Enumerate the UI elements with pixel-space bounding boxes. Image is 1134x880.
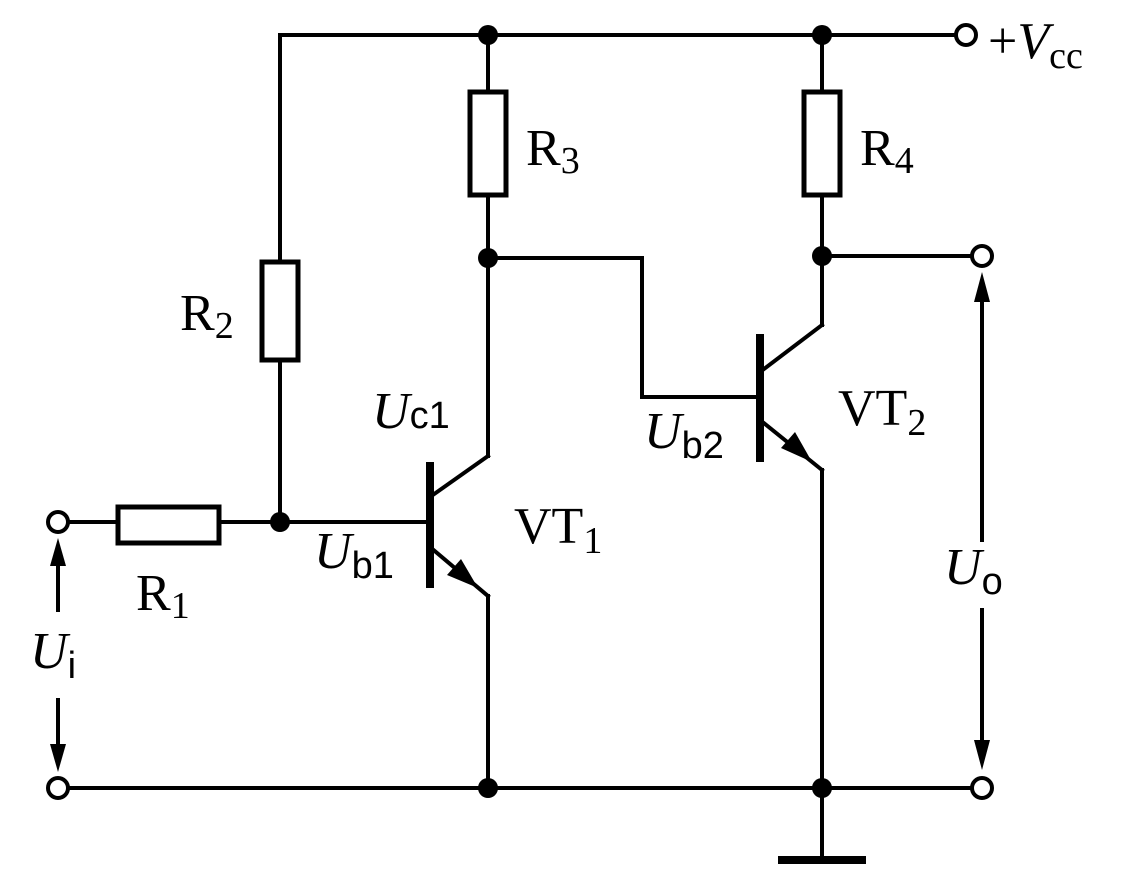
- vcc-terminal: [954, 23, 978, 47]
- output-ground-terminal: [970, 776, 994, 800]
- junction-dot: [812, 246, 832, 266]
- vt2-label: VT2: [838, 380, 926, 444]
- vt1-label: VT1: [514, 498, 602, 562]
- uo-label: Uo: [944, 539, 1003, 603]
- transistor-vt2: [756, 322, 825, 473]
- resistor-r3: [467, 89, 509, 198]
- ui-label: Ui: [30, 623, 76, 687]
- uo-arrow: [974, 272, 990, 770]
- vcc-label: +Vcc: [988, 13, 1083, 77]
- r4-label: R4: [860, 120, 914, 182]
- vt2-emitter-arrow-icon: [781, 432, 812, 462]
- junction-dot: [478, 778, 498, 798]
- junction-dot: [270, 512, 290, 532]
- input-ground-terminal: [46, 776, 70, 800]
- uc1-label: Uc1: [372, 383, 450, 440]
- ub1-label: Ub1: [314, 523, 394, 587]
- r2-label: R2: [180, 285, 234, 347]
- junction-dot: [478, 25, 498, 45]
- vt1-emitter-arrow-icon: [447, 559, 478, 588]
- ub2-label: Ub2: [644, 403, 724, 467]
- resistor-r1: [115, 504, 222, 546]
- junction-dot: [478, 248, 498, 268]
- vcc-rail: [278, 33, 958, 524]
- resistor-r2: [259, 259, 301, 363]
- ground-rail: [66, 786, 974, 864]
- junction-dot: [812, 25, 832, 45]
- junction-dot: [812, 778, 832, 798]
- input-terminal: [46, 510, 70, 534]
- transistor-vt1: [426, 453, 491, 599]
- r3-label: R3: [526, 120, 580, 182]
- resistor-r4: [801, 89, 843, 198]
- r1-label: R1: [136, 565, 190, 627]
- ui-arrow: [50, 538, 66, 772]
- output-terminal: [970, 244, 994, 268]
